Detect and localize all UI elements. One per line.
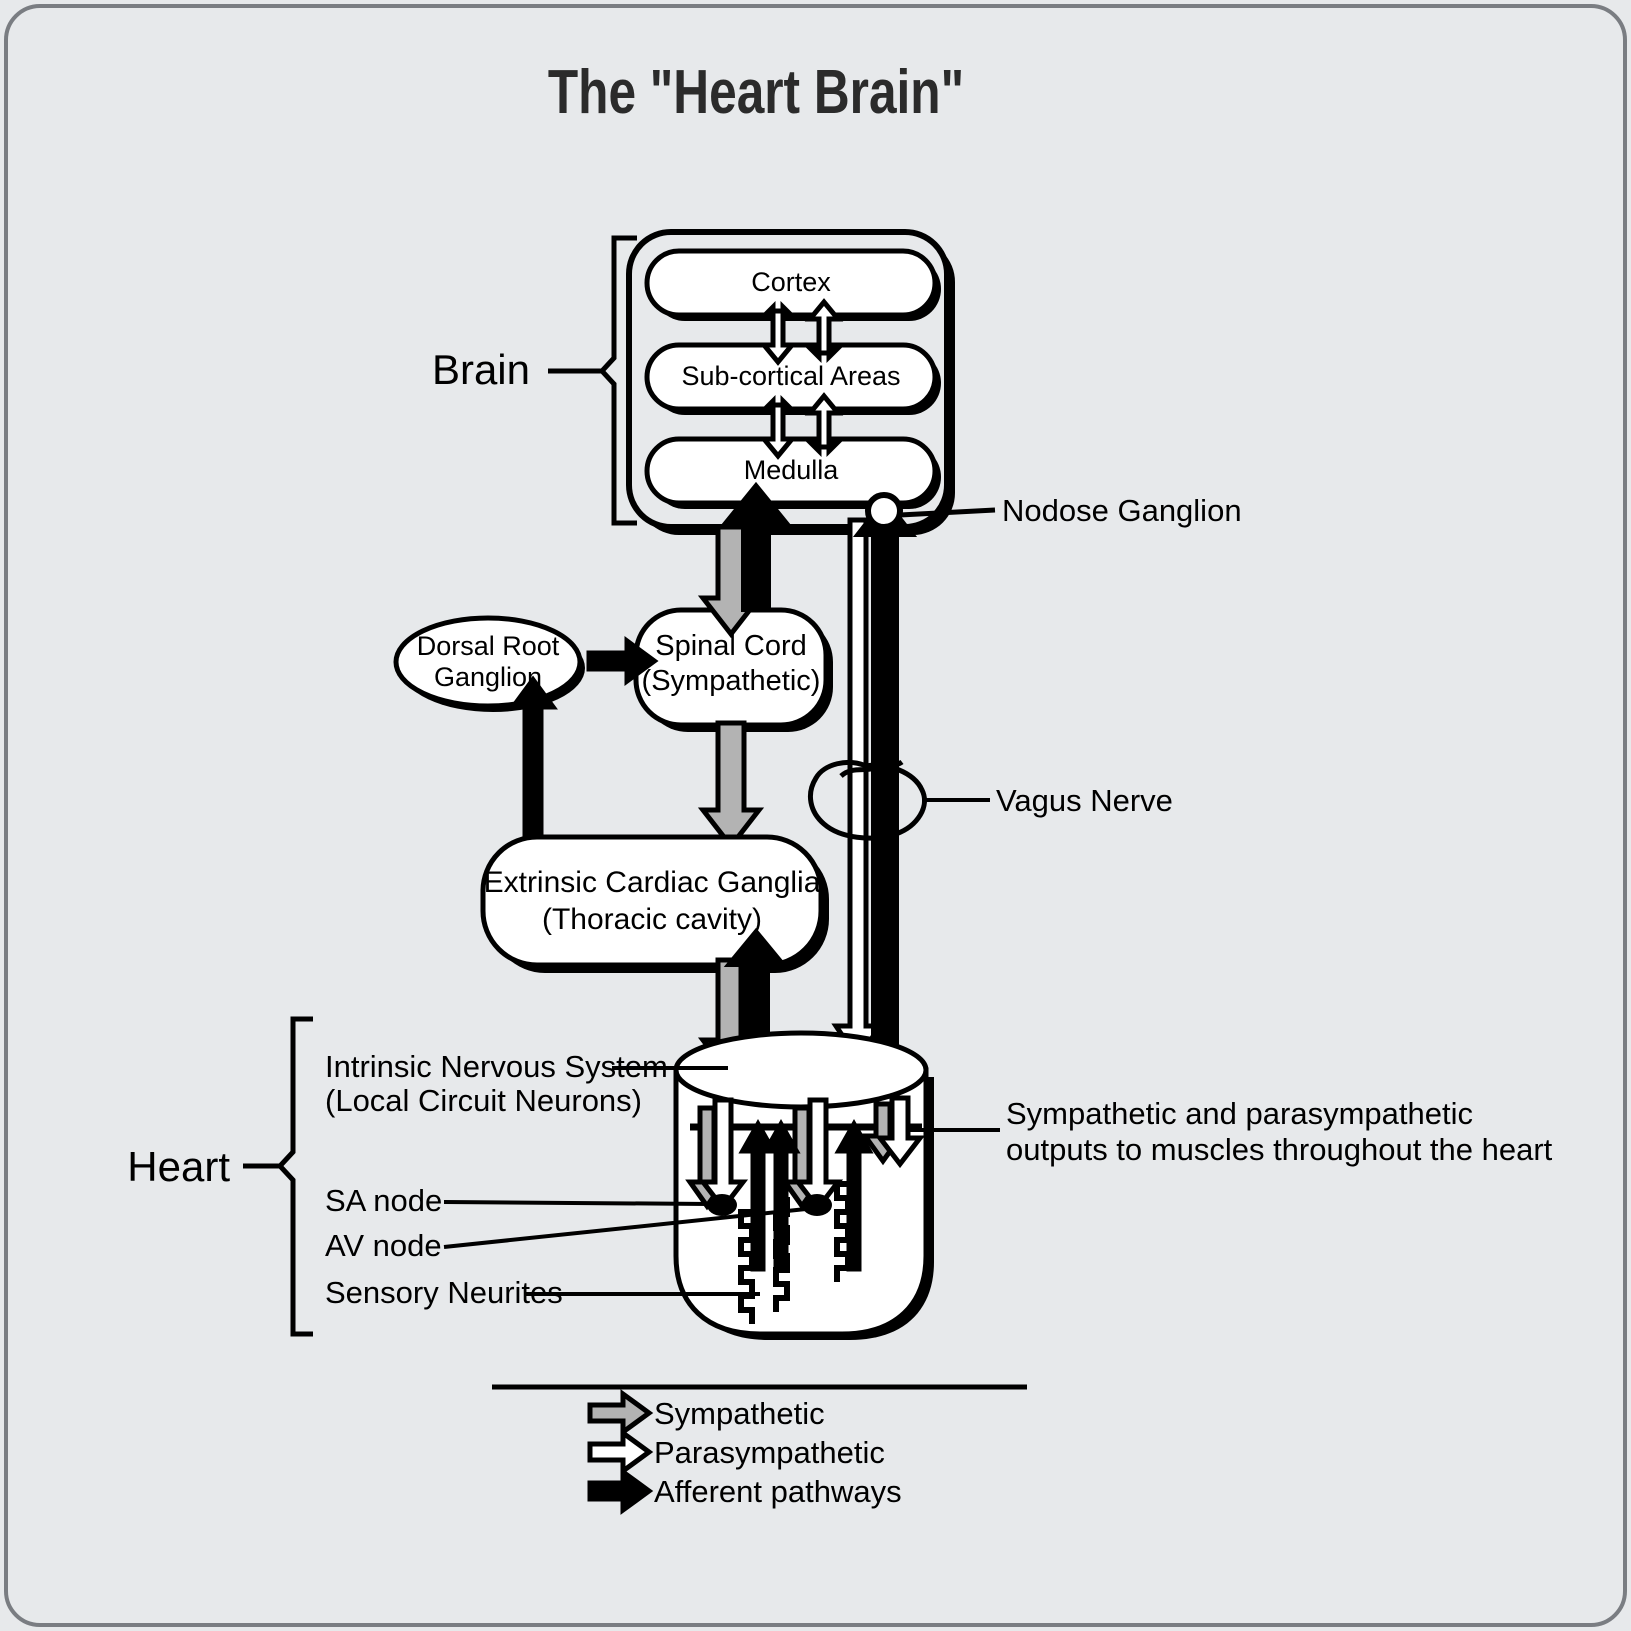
av-node-label: AV node (325, 1228, 442, 1263)
arrow-medulla-to-subcortical (802, 392, 846, 458)
arrow-output-parasympathetic-1 (697, 1097, 749, 1213)
arrow-spinal-to-extrinsic-sympathetic (697, 720, 765, 851)
intrinsic-nervous-system-label-line1: Intrinsic Nervous System (325, 1049, 668, 1084)
arrow-afferent-from-neurite-2 (761, 1118, 801, 1272)
nodose-ganglion-label: Nodose Ganglion (1002, 493, 1242, 528)
sensory-neurites-label: Sensory Neurites (325, 1275, 563, 1310)
vagus-nerve-label: Vagus Nerve (996, 783, 1173, 818)
av-node-marker (802, 1194, 832, 1216)
vagus-nerve-blob (807, 760, 927, 841)
sensory-neurite-squiggle-3 (834, 1181, 851, 1282)
sensory-neurite-squiggle-2 (773, 1197, 790, 1312)
arrow-output-parasympathetic-2 (792, 1097, 844, 1213)
brain-box-cortex-label: Cortex (751, 267, 831, 297)
arrow-cortex-to-subcortical (756, 300, 800, 366)
parasympathetic-arrow-icon (587, 1428, 654, 1476)
arrow-spinal-to-medulla-afferent (721, 481, 791, 612)
legend-item-afferent: Afferent pathways (587, 1467, 902, 1515)
dorsal-root-ganglion-label-line1: Dorsal Root (417, 631, 560, 661)
spinal-cord-label-line2: (Sympathetic) (642, 665, 821, 697)
legend-item-sympathetic: Sympathetic (587, 1389, 825, 1437)
av-node-leader (443, 1207, 807, 1249)
vagus-nerve-tendril (839, 759, 904, 779)
arrow-afferent-from-neurite-3 (834, 1118, 874, 1272)
legend-label-afferent: Afferent pathways (654, 1474, 902, 1509)
arrow-subcortical-to-cortex (802, 298, 846, 364)
sa-node-marker (707, 1194, 737, 1216)
intrinsic-nervous-system-label-line2: (Local Circuit Neurons) (325, 1083, 642, 1118)
afferent-arrow-icon (587, 1467, 654, 1515)
dorsal-root-ganglion-label-line2: Ganglion (434, 662, 542, 692)
arrow-afferent-from-neurite-1 (738, 1118, 778, 1272)
extrinsic-cardiac-ganglia-box (480, 834, 824, 968)
nodose-ganglion-leader (899, 507, 996, 518)
heart-label: Heart (127, 1143, 230, 1190)
brain-box-medulla-label: Medulla (744, 455, 840, 485)
extrinsic-cardiac-ganglia-label-line1: Extrinsic Cardiac Ganglia (484, 866, 821, 899)
extrinsic-cardiac-ganglia-label-line2: (Thoracic cavity) (542, 903, 762, 936)
arrow-heart-to-drg (508, 675, 558, 838)
page-title: The "Heart Brain" (548, 57, 964, 127)
outputs-label-line2: outputs to muscles throughout the heart (1006, 1132, 1553, 1167)
legend-label-parasympathetic: Parasympathetic (654, 1435, 885, 1470)
legend-label-sympathetic: Sympathetic (654, 1396, 825, 1431)
arrow-drg-to-spinal-cord (586, 636, 659, 686)
sa-node-label: SA node (325, 1183, 442, 1218)
brain-box-subcortical-label: Sub-cortical Areas (681, 361, 900, 391)
arrow-output-parasympathetic-3 (874, 1095, 926, 1169)
nodose-ganglion-marker (865, 492, 903, 530)
legend-item-parasympathetic: Parasympathetic (587, 1428, 885, 1476)
brain-label: Brain (432, 346, 530, 393)
sa-node-leader (443, 1200, 711, 1206)
sympathetic-arrow-icon (587, 1389, 654, 1437)
sensory-neurite-squiggle-1 (738, 1209, 755, 1324)
arrow-subcortical-to-medulla (756, 394, 800, 460)
outputs-label-line1: Sympathetic and parasympathetic (1006, 1096, 1473, 1131)
